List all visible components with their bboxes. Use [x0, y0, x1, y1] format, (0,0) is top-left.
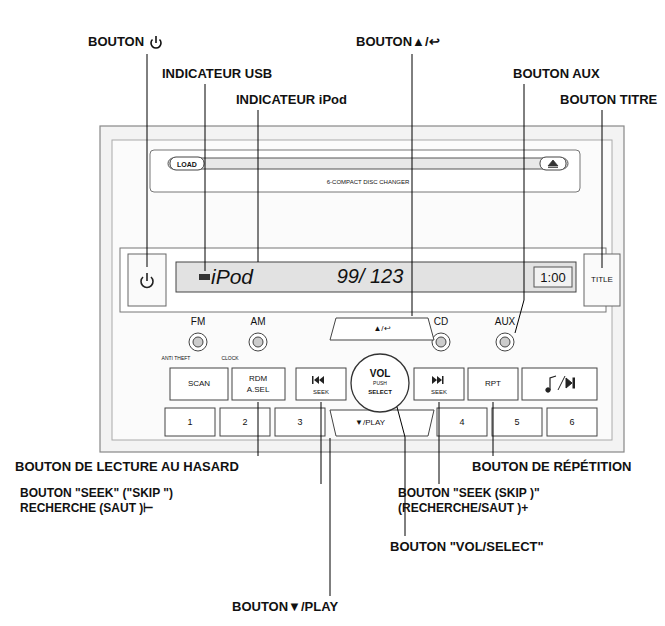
callout-label: BOUTON TITRE: [560, 93, 657, 108]
button-text: 1: [187, 418, 192, 427]
panel-text: 6-COMPACT DISC CHANGER: [327, 179, 409, 185]
eject-symbol: [548, 160, 558, 168]
down-play-button: [330, 410, 434, 436]
power-symbol-label: [151, 36, 161, 48]
knob-label: VOL: [370, 369, 391, 379]
display-text: iPod: [211, 266, 253, 287]
callout-label: BOUTON▲/↩: [356, 35, 440, 50]
cd-panel: [150, 150, 580, 192]
button-text: RDM: [249, 375, 267, 383]
preset-buttons: [165, 408, 597, 436]
panel-text: CLOCK: [221, 356, 238, 361]
callout-label: (RECHERCHE/SAUT )+: [398, 502, 528, 516]
callout-label: INDICATEUR iPod: [236, 93, 347, 108]
note-play-symbol: [546, 376, 575, 392]
display-text: 1:00: [540, 271, 565, 284]
up-button: [330, 318, 434, 340]
callout-label: RECHERCHE (SAUT )⊢: [20, 502, 153, 516]
button-text: RPT: [485, 380, 501, 388]
callout-label: BOUTON AUX: [513, 67, 600, 82]
faceplate: [112, 140, 612, 440]
display-band: [120, 248, 606, 312]
button-text: SEEK: [431, 389, 447, 395]
callout-label: BOUTON▼/PLAY: [232, 600, 338, 615]
button-text: 5: [514, 418, 519, 427]
callout-label: BOUTON "SEEK" ("SKIP "): [20, 487, 173, 501]
radio-housing: [100, 126, 624, 452]
button-text: 4: [459, 418, 464, 427]
button-text: ▲/↩: [373, 325, 390, 333]
power-symbol: [141, 273, 153, 287]
display-text: 99/ 123: [337, 266, 404, 286]
knob-label: AM: [251, 317, 266, 327]
button-text: 3: [297, 418, 302, 427]
callout-label: INDICATEUR USB: [162, 67, 272, 82]
load-button: [170, 157, 204, 170]
clock-box: [534, 267, 572, 287]
usb-indicator: [199, 274, 210, 280]
knob-label: CD: [434, 317, 448, 327]
button-text: 2: [242, 418, 247, 427]
button-text: SCAN: [188, 380, 210, 388]
button-text: LOAD: [177, 160, 197, 167]
callout-label: BOUTON: [88, 35, 144, 50]
vol-knob: [351, 354, 409, 412]
knob-label: AUX: [495, 317, 516, 327]
panel-text: ANTI THEFT: [162, 356, 191, 361]
knob-label: FM: [191, 317, 205, 327]
button-text: TITLE: [591, 276, 613, 284]
knob-label: SELECT: [368, 389, 392, 395]
callout-label: BOUTON "SEEK (SKIP )": [398, 487, 540, 501]
button-text: ▼/PLAY: [355, 419, 385, 427]
callout-label: BOUTON DE RÉPÉTITION: [472, 460, 631, 475]
callout-label: BOUTON "VOL/SELECT": [390, 540, 544, 555]
cd-slot: [168, 158, 568, 169]
callout-label: BOUTON DE LECTURE AU HASARD: [15, 460, 239, 475]
display-screen: [176, 262, 576, 292]
leader-lines: [147, 54, 602, 596]
button-text: SEEK: [313, 389, 329, 395]
eject-button: [540, 157, 566, 170]
button-text: 6: [569, 418, 574, 427]
button-text: A.SEL: [247, 386, 270, 394]
knob-label: PUSH: [373, 381, 387, 386]
